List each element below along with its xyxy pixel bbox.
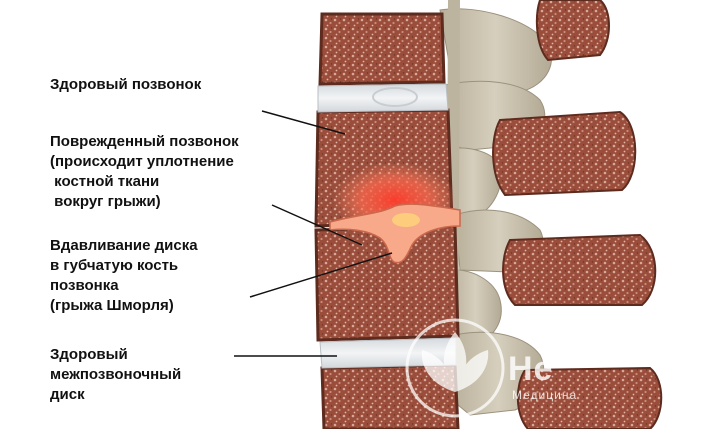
label-disc-intrusion-line-1: Вдавливание диска [50,237,198,254]
label-damaged-vertebra: Поврежденный позвонок (происходит уплотн… [50,132,239,212]
label-damaged-vertebra-line-2: (происходит уплотнение [50,153,234,170]
leader-disc-intrusion [249,252,393,298]
label-healthy-vertebra-text: Здоровый позвонок [50,76,202,93]
watermark-brand: Не [508,350,554,388]
schmorl-node [329,162,461,264]
label-healthy-disc-line-3: диск [50,386,85,403]
intervertebral-discs [317,83,457,369]
label-healthy-vertebra: Здоровый позвонок [50,75,201,95]
label-healthy-disc: Здоровый межпозвоночный диск [50,345,181,405]
label-healthy-disc-line-1: Здоровый [50,346,128,363]
label-healthy-disc-line-2: межпозвоночный [50,366,182,383]
label-disc-intrusion: Вдавливание диска в губчатую кость позво… [50,236,198,316]
label-damaged-vertebra-line-3: костной ткани [50,173,160,190]
label-disc-intrusion-line-4: (грыжа Шморля) [50,297,174,314]
label-disc-intrusion-line-2: в губчатую кость [50,257,179,274]
label-damaged-vertebra-line-1: Поврежденный позвонок [50,133,239,150]
label-damaged-vertebra-line-4: вокруг грыжи) [50,193,161,210]
watermark-emblem [405,318,505,418]
watermark-subtitle: Медицина [512,388,578,402]
label-disc-intrusion-line-3: позвонка [50,277,119,294]
leader-lines [234,110,393,357]
leader-healthy-vertebra [261,110,346,135]
leader-damaged-vertebra [271,204,363,246]
spinous-processes [492,0,663,429]
